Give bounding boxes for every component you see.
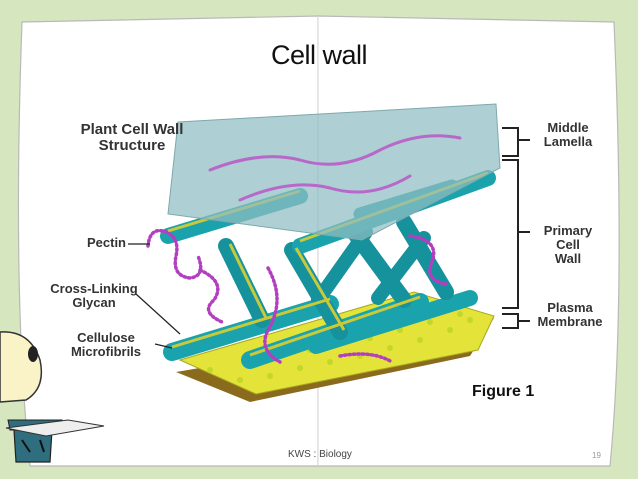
figure-heading-line1: Plant Cell Wall bbox=[80, 121, 184, 138]
label-cross-linking-line2: Glycan bbox=[72, 295, 116, 310]
slide-title: Cell wall bbox=[270, 40, 368, 70]
leader-lines-left bbox=[128, 243, 181, 349]
label-plasma-membrane: Plasma Membrane bbox=[530, 301, 610, 329]
figure-heading-line2: Structure bbox=[98, 137, 166, 154]
label-middle-line2: Lamella bbox=[543, 134, 593, 149]
label-primary-cell-wall: Primary Cell Wall bbox=[532, 224, 604, 266]
label-primary-line2: Cell bbox=[556, 237, 580, 252]
bracket-primary-cell-wall bbox=[502, 159, 530, 309]
label-primary-line3: Wall bbox=[554, 251, 582, 266]
label-primary-line1: Primary bbox=[543, 223, 593, 238]
figure-caption: Figure 1 bbox=[472, 383, 535, 400]
label-middle-lamella: Middle Lamella bbox=[532, 121, 604, 149]
pectin-strands bbox=[146, 228, 448, 364]
label-cellulose-microfibrils: Cellulose Microfibrils bbox=[56, 331, 156, 359]
label-cross-linking-glycan: Cross-Linking Glycan bbox=[34, 282, 154, 310]
label-plasma-line2: Membrane bbox=[537, 314, 603, 329]
label-cellulose-line1: Cellulose bbox=[77, 330, 135, 345]
figure-heading: Plant Cell Wall Structure bbox=[52, 122, 212, 154]
slide-footer: KWS : Biology bbox=[288, 449, 352, 460]
label-cross-linking-line1: Cross-Linking bbox=[50, 281, 138, 296]
bracket-middle-lamella bbox=[502, 127, 530, 157]
label-cellulose-line2: Microfibrils bbox=[70, 344, 142, 359]
label-pectin: Pectin bbox=[86, 235, 126, 250]
page-number: 19 bbox=[592, 451, 601, 460]
bracket-plasma-membrane bbox=[502, 313, 530, 329]
student-cartoon bbox=[0, 331, 105, 463]
label-middle-line1: Middle bbox=[547, 120, 589, 135]
label-plasma-line1: Plasma bbox=[547, 300, 593, 315]
pectin-on-lamella bbox=[208, 134, 462, 202]
